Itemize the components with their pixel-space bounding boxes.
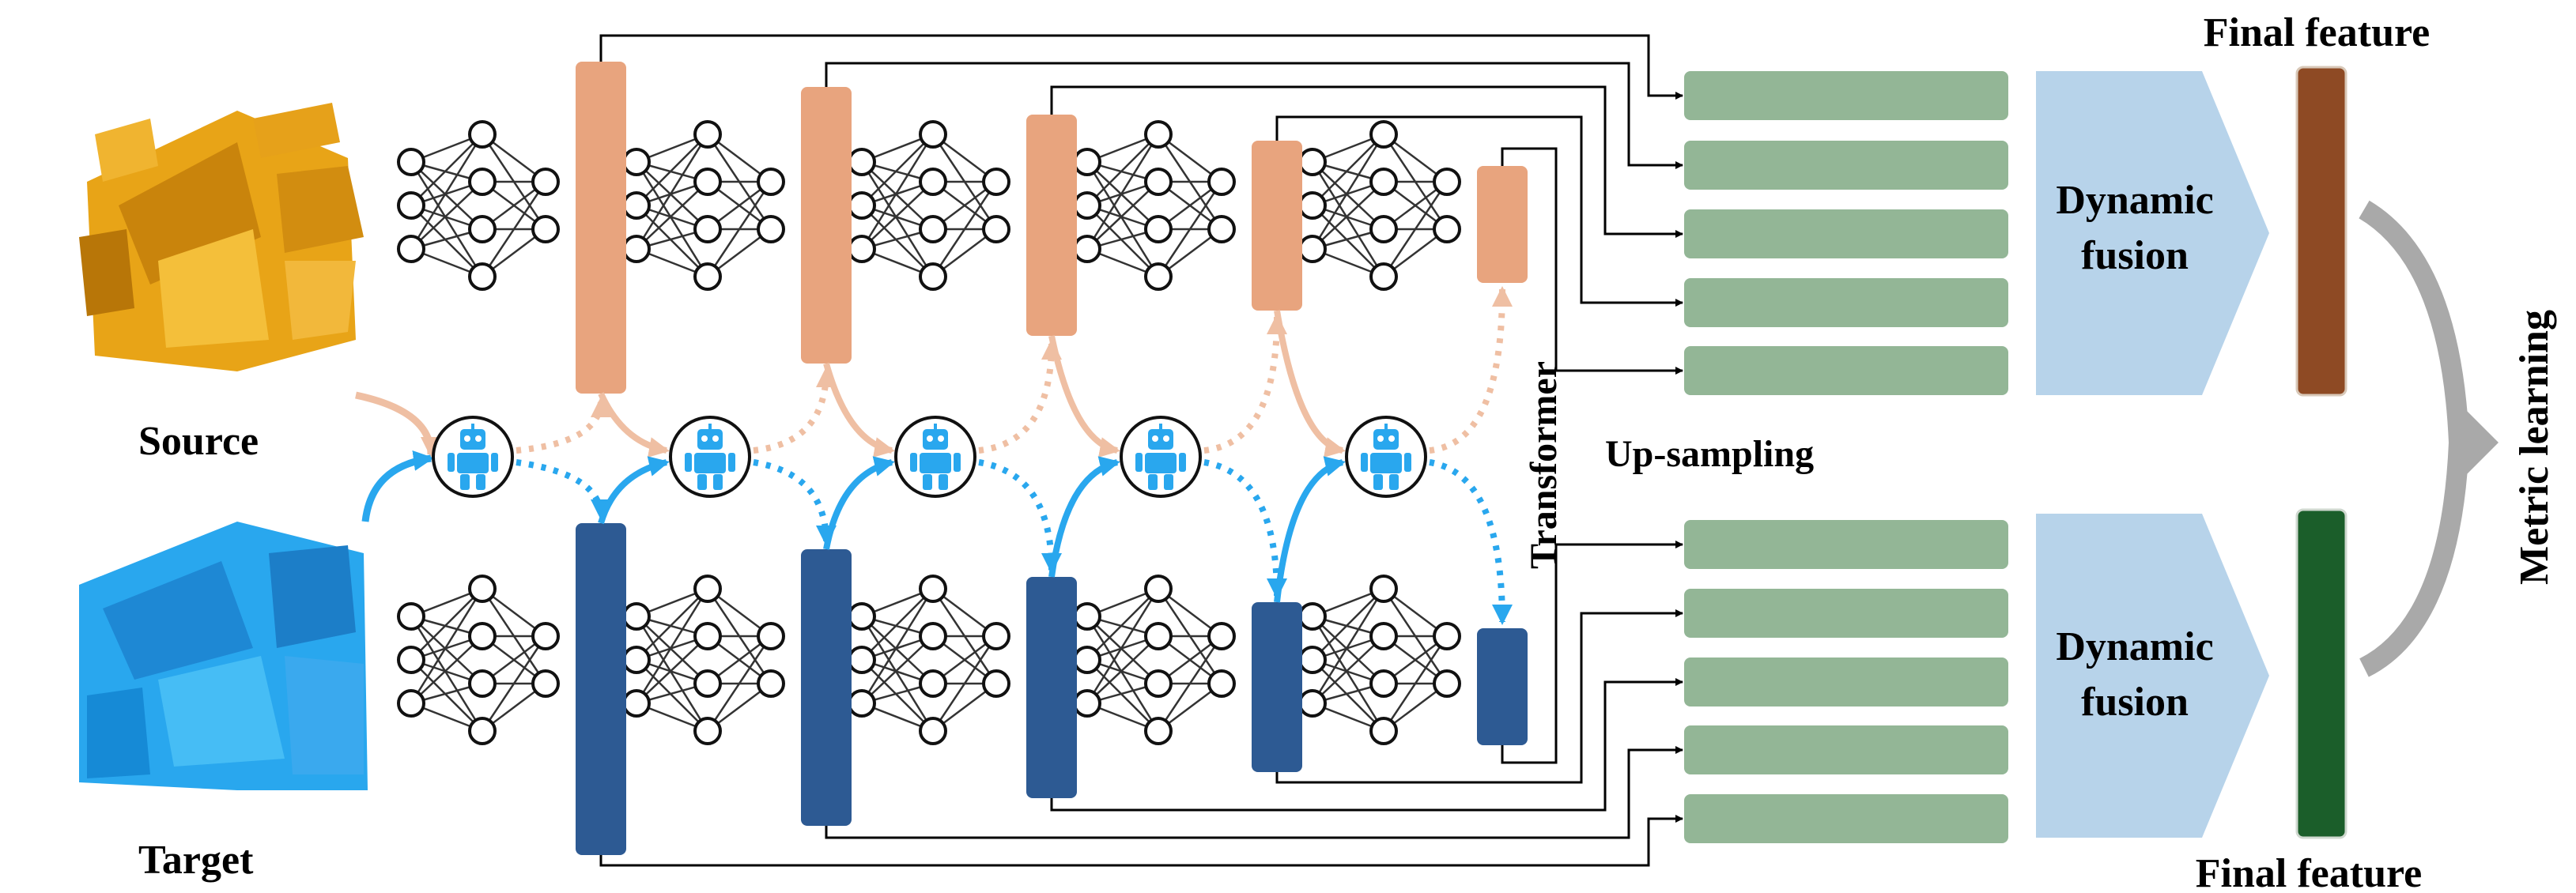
target-attention-arrow: [753, 459, 837, 546]
source-attention-arrow: [978, 339, 1062, 454]
target-attention-arrow: [978, 459, 1062, 574]
skip-connection-target: [1501, 541, 1683, 764]
skip-connection-target: [1275, 609, 1683, 784]
source-feature-bar: [576, 62, 626, 394]
target-feature-bar: [801, 549, 852, 826]
upsampling-bar-source: [1684, 141, 2008, 190]
target-flow-arrow: [823, 456, 895, 550]
skip-connection-target: [825, 746, 1683, 839]
neural-network-icon: [1073, 575, 1236, 745]
source-feature-bar: [1252, 141, 1302, 311]
upsampling-bar-target: [1684, 794, 2008, 843]
upsampling-bar-target: [1684, 520, 2008, 569]
feature-bar-group: [576, 62, 1528, 855]
neural-network-icon: [622, 575, 785, 745]
source-attention-arrow: [1203, 314, 1287, 454]
skip-connection-group: [599, 34, 1683, 867]
skip-connection-source: [599, 34, 1683, 100]
neural-network-icon: [397, 120, 560, 291]
target-attention-arrow: [516, 459, 611, 520]
dynamic-fusion-label-line1-target: Dynamic: [2056, 624, 2213, 669]
target-attention-arrow: [1429, 459, 1513, 625]
target-flow-arrow: [1048, 456, 1120, 578]
skip-connection-source: [825, 62, 1683, 169]
skip-connection-source: [1050, 85, 1683, 238]
upsampling-bar-group: [1684, 71, 2008, 843]
source-input-arrow: [355, 391, 441, 458]
upsampling-bar-source: [1684, 346, 2008, 395]
target-feature-bar: [576, 523, 626, 855]
skip-connection-target: [1050, 678, 1683, 812]
dynamic-fusion-block-source: [2036, 71, 2269, 395]
neural-network-icon: [397, 575, 560, 745]
source-label: Source: [138, 419, 259, 464]
upsampling-label: Up-sampling: [1605, 433, 1814, 475]
metric-learning-arc: [2359, 200, 2470, 677]
point-cloud-target-icon: [79, 522, 368, 790]
source-flow-arrow: [1048, 335, 1120, 458]
dynamic-fusion-block-target: [2036, 514, 2269, 838]
final-feature-target-bar: [2295, 508, 2347, 839]
source-feature-bar: [801, 87, 852, 364]
robot-icon: [1120, 416, 1202, 498]
robot-group: [432, 416, 1427, 498]
robot-icon: [432, 416, 514, 498]
neural-network-icon: [848, 575, 1010, 745]
source-feature-bar: [1477, 166, 1528, 283]
source-attention-arrow: [1429, 286, 1513, 454]
upsampling-bar-source: [1684, 71, 2008, 120]
dynamic-fusion-label-line2-target: fusion: [2081, 680, 2189, 725]
target-flow-arrow: [1274, 456, 1346, 603]
source-attention-arrow: [753, 367, 837, 454]
transformer-label: Transformer: [1523, 361, 1565, 569]
neural-network-group: [397, 120, 1461, 745]
upsampling-bar-target: [1684, 658, 2008, 706]
target-label: Target: [138, 838, 254, 883]
source-flow-arrow: [598, 392, 670, 458]
neural-network-icon: [1073, 120, 1236, 291]
point-cloud-source-icon: [79, 103, 364, 371]
final-feature-label-top: Final feature: [2204, 10, 2430, 55]
upsampling-bar-target: [1684, 725, 2008, 774]
dynamic-fusion-label-line1-source: Dynamic: [2056, 178, 2213, 223]
metric-learning-arrowhead: [2451, 403, 2499, 482]
cross-attention-arrow-group: [516, 286, 1513, 625]
target-input-arrow: [361, 450, 434, 522]
metric-learning-label: Metric learning: [2512, 310, 2557, 585]
source-feature-bar: [1026, 115, 1077, 336]
target-flow-arrow: [598, 456, 670, 525]
target-attention-arrow: [1203, 459, 1287, 599]
final-feature-source-bar: [2295, 66, 2347, 397]
dynamic-fusion-label-line2-source: fusion: [2081, 233, 2189, 278]
neural-network-icon: [1298, 120, 1461, 291]
neural-network-icon: [1298, 575, 1461, 745]
source-attention-arrow: [516, 397, 611, 454]
upsampling-bar-source: [1684, 278, 2008, 327]
neural-network-icon: [622, 120, 785, 291]
robot-icon: [1345, 416, 1427, 498]
robot-icon: [669, 416, 751, 498]
upsampling-bar-source: [1684, 209, 2008, 258]
target-feature-bar: [1477, 628, 1528, 745]
skip-connection-source: [1275, 115, 1683, 307]
target-feature-bar: [1026, 577, 1077, 798]
skip-connection-target: [599, 815, 1683, 867]
robot-icon: [894, 416, 976, 498]
source-flow-arrow: [1274, 310, 1346, 458]
skip-connection-source: [1501, 147, 1683, 375]
source-flow-arrow: [823, 362, 895, 458]
final-feature-label-bottom: Final feature: [2196, 851, 2422, 893]
upsampling-bar-target: [1684, 589, 2008, 638]
target-feature-bar: [1252, 602, 1302, 772]
neural-network-icon: [848, 120, 1010, 291]
